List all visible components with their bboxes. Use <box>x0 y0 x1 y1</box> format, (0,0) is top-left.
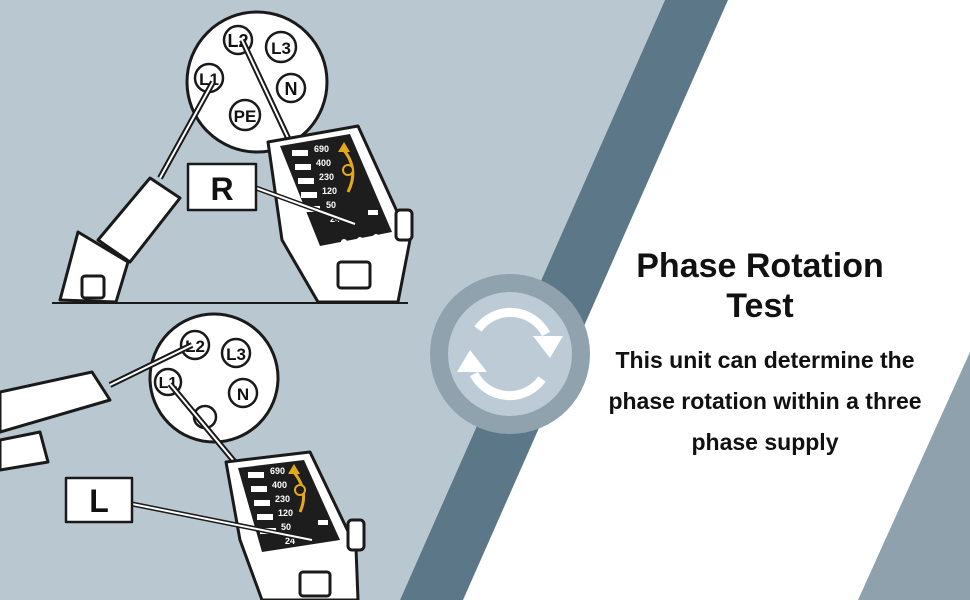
upper-socket-pe: PE <box>228 98 262 132</box>
lower-scale-120: 120 <box>278 508 293 518</box>
upper-scale-230: 230 <box>319 172 334 182</box>
lower-socket-l3: L3 <box>220 337 252 369</box>
upper-scale-690: 690 <box>314 144 329 154</box>
rotation-badge <box>430 274 590 434</box>
lower-scale-400: 400 <box>272 480 287 490</box>
upper-socket-l3: L3 <box>264 30 298 64</box>
lower-socket-n: N <box>227 377 259 409</box>
upper-socket-n-label: N <box>285 79 298 99</box>
page-title: Phase Rotation Test <box>636 247 884 325</box>
lower-probe-left <box>0 342 194 472</box>
lower-socket-l3-label: L3 <box>226 345 246 364</box>
corner-triangle <box>858 352 970 600</box>
lower-socket-l2-label: L2 <box>185 337 205 356</box>
upper-scale-400: 400 <box>316 158 331 168</box>
upper-diagram: L2 L3 L1 N PE 690 400 230 120 <box>52 10 414 304</box>
lower-socket-n-label: N <box>237 385 249 404</box>
lower-marker: L <box>64 476 313 543</box>
lower-scale-230: 230 <box>275 494 290 504</box>
lower-scale-50: 50 <box>281 522 291 532</box>
upper-socket-l3-label: L3 <box>271 39 291 58</box>
upper-probe-left <box>58 80 216 304</box>
lower-scale-24: 24 <box>285 536 295 546</box>
lower-scale-690: 690 <box>270 466 285 476</box>
upper-scale-50: 50 <box>326 200 336 210</box>
lower-socket-l2: L2 <box>179 329 211 361</box>
description: This unit can determine the phase rotati… <box>608 347 922 455</box>
upper-scale-120: 120 <box>322 186 337 196</box>
rotation-arrows-icon <box>457 307 563 401</box>
upper-socket-n: N <box>275 72 307 104</box>
upper-socket-pe-label: PE <box>234 107 257 126</box>
upper-marker: R <box>186 162 356 227</box>
lower-diagram: L2 L3 L1 N 690 400 230 120 50 <box>0 312 366 600</box>
upper-tester: 690 400 230 120 50 24 <box>239 38 414 304</box>
upper-marker-label: R <box>210 171 233 207</box>
lower-marker-label: L <box>89 483 109 519</box>
